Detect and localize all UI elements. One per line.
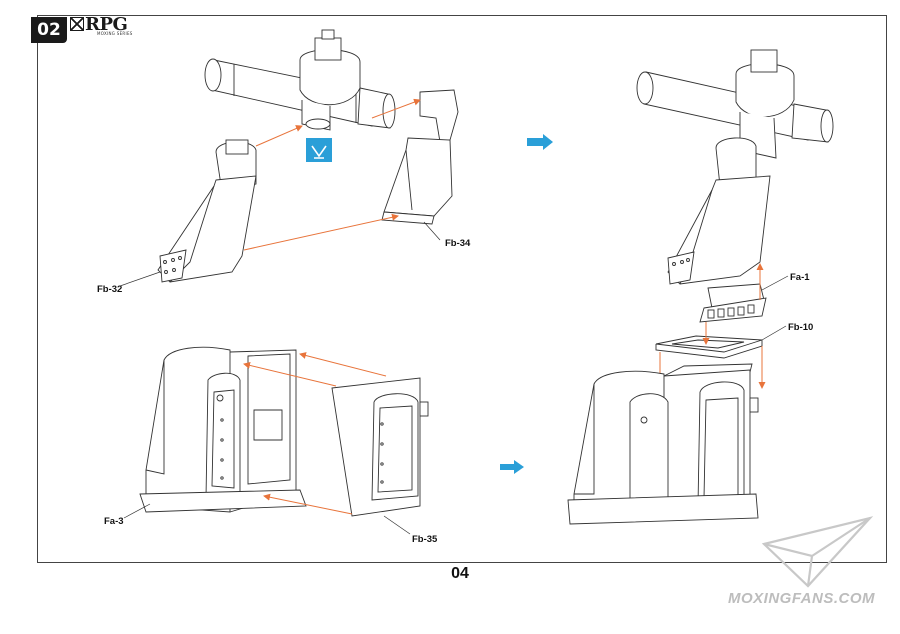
fa1-part [699,283,767,323]
page-number: 04 [451,565,469,582]
assembly-arrows-bottom-left [243,352,387,515]
base-assembled-right [567,363,759,525]
label-fb32: Fb-32 [97,284,123,295]
gunner-mount-left [157,139,257,283]
launcher-tube-left [204,29,396,131]
label-fa1: Fa-1 [790,272,810,283]
glue-icon [306,138,332,162]
fb35-part [331,377,429,517]
launcher-assembled-right [636,49,834,285]
flow-arrow-icon-bottom [500,460,524,474]
label-fb10: Fb-10 [788,322,814,333]
step-badge: 02 [31,17,67,43]
fb34-part [381,89,459,225]
page-frame [37,15,887,563]
assembly-arrows-top-left [243,98,421,251]
flow-arrow-icon [527,134,553,150]
paper-plane-logo [761,516,874,588]
brand-subtitle: MOXING SERIES [97,31,133,36]
brand-text: RPG [85,14,128,35]
label-fb34: Fb-34 [445,238,471,249]
brand-logo: RPG [70,14,128,35]
label-fa3: Fa-3 [104,516,124,527]
label-fb35: Fb-35 [412,534,438,545]
watermark-text: MOXINGFANS.COM [728,590,876,607]
brand-x-mark [70,17,84,31]
